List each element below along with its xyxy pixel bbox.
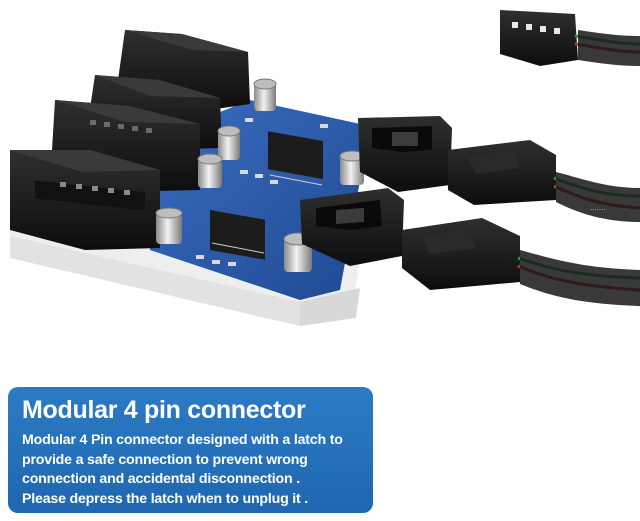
- info-box-line: Please depress the latch when to unplug …: [22, 490, 309, 507]
- svg-text:.......: .......: [590, 203, 606, 212]
- info-box-title: Modular 4 pin connector: [22, 396, 306, 424]
- info-box-line: provide a safe connection to prevent wro…: [22, 451, 308, 468]
- capacitors: [155, 78, 365, 272]
- info-box-body: Modular 4 Pin connector designed with a …: [22, 431, 363, 509]
- capacitor: [217, 125, 241, 160]
- chip-top: [268, 131, 323, 179]
- capacitor: [155, 207, 183, 244]
- capacitor: [253, 78, 277, 111]
- box-header-4: [10, 150, 160, 250]
- info-box: Modular 4 pin connector Modular 4 Pin co…: [8, 387, 373, 513]
- cable-plug-bottom: [402, 218, 640, 306]
- cable-connector-top-right: [500, 10, 640, 66]
- info-box-line: connection and accidental disconnection …: [22, 471, 300, 487]
- capacitor: [197, 153, 223, 188]
- usb-header-splitter-photo: .......: [10, 10, 640, 326]
- cable-plug-top: .......: [448, 140, 640, 222]
- board-connector-top: [358, 116, 452, 192]
- info-box-line: Modular 4 Pin connector designed with a …: [22, 432, 343, 448]
- board-connector-bottom: [300, 188, 404, 266]
- capacitor: [339, 150, 365, 185]
- chip-bottom: [210, 210, 265, 260]
